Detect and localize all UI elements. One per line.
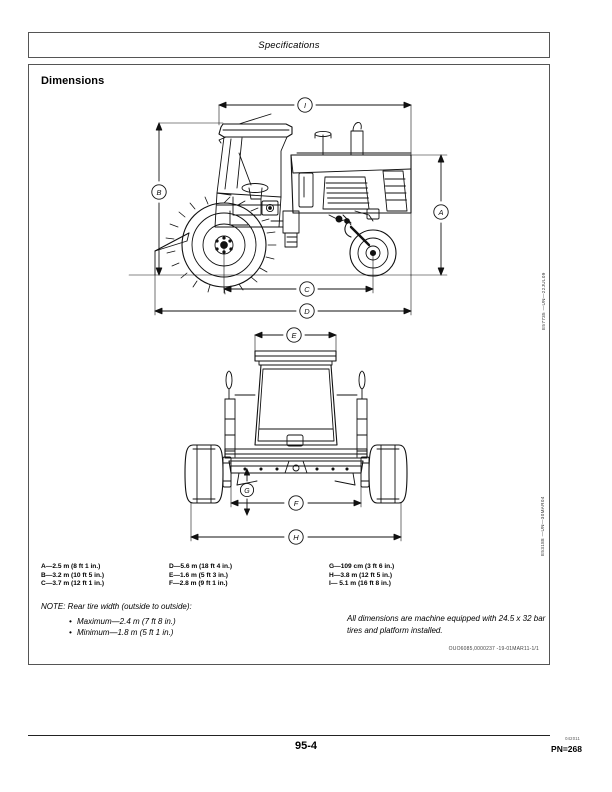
note-right-text: All dimensions are machine equipped with… <box>347 614 546 635</box>
note-block: NOTE: Rear tire width (outside to outsid… <box>41 601 321 639</box>
note-bullet-list: Maximum—2.4 m (7 ft 8 in.) Minimum—1.8 m… <box>69 616 321 639</box>
legend-item-f: F—2.8 m (9 ft 1 in.) <box>169 580 228 588</box>
note-bullet-maximum: Maximum—2.4 m (7 ft 8 in.) <box>69 616 321 628</box>
front-view-figure-code: E53188 —UN—30MAR04 <box>540 496 545 556</box>
legend-column-1: A—2.5 m (8 ft 1 in.) B—3.2 m (10 ft 5 in… <box>41 563 104 589</box>
footer-revision-code: 042011 <box>565 736 580 741</box>
footer-pn: PN=268 <box>551 744 582 754</box>
legend-item-i: I— 5.1 m (16 ft 8 in.) <box>329 580 391 588</box>
legend-item-b: B—3.2 m (10 ft 5 in.) <box>41 571 105 579</box>
legend-item-a: A—2.5 m (8 ft 1 in.) <box>41 563 101 570</box>
svg-text:B: B <box>156 188 161 197</box>
svg-text:G: G <box>244 488 250 495</box>
front-view-figure: E <box>181 323 411 555</box>
legend-column-3: G—109 cm (3 ft 6 in.) H—3.8 m (12 ft 5 i… <box>329 563 394 589</box>
note-bullet-minimum: Minimum—1.8 m (5 ft 1 in.) <box>69 627 321 639</box>
running-header: Specifications <box>28 32 550 58</box>
side-view-figure: I B <box>111 93 511 333</box>
document-reference: OUO6085,0000237 -19-01MAR11-1/1 <box>448 646 539 652</box>
svg-text:F: F <box>294 499 299 508</box>
note-heading: NOTE: Rear tire width (outside to outsid… <box>41 602 192 611</box>
legend-item-g: G—109 cm (3 ft 6 in.) <box>329 563 395 570</box>
legend-item-h: H—3.8 m (12 ft 5 in.) <box>329 571 393 579</box>
legend-column-2: D—5.6 m (18 ft 4 in.) E—1.6 m (5 ft 3 in… <box>169 563 232 589</box>
section-title: Dimensions <box>41 75 105 87</box>
side-view-figure-code: E57735 —UN—22JUL09 <box>541 272 546 330</box>
content-frame: Dimensions I <box>28 64 550 665</box>
svg-text:C: C <box>304 285 310 294</box>
svg-text:D: D <box>304 307 310 316</box>
running-header-title: Specifications <box>258 39 320 51</box>
svg-text:I: I <box>304 101 306 110</box>
svg-text:H: H <box>293 533 299 542</box>
svg-text:A: A <box>437 208 443 217</box>
footer-divider <box>28 735 550 736</box>
svg-text:E: E <box>291 331 297 340</box>
legend-item-e: E—1.6 m (5 ft 3 in.) <box>169 571 228 579</box>
footer-page-number: 95-4 <box>294 740 318 752</box>
legend-item-d: D—5.6 m (18 ft 4 in.) <box>169 563 233 570</box>
legend-item-c: C—3.7 m (12 ft 1 in.) <box>41 580 105 588</box>
